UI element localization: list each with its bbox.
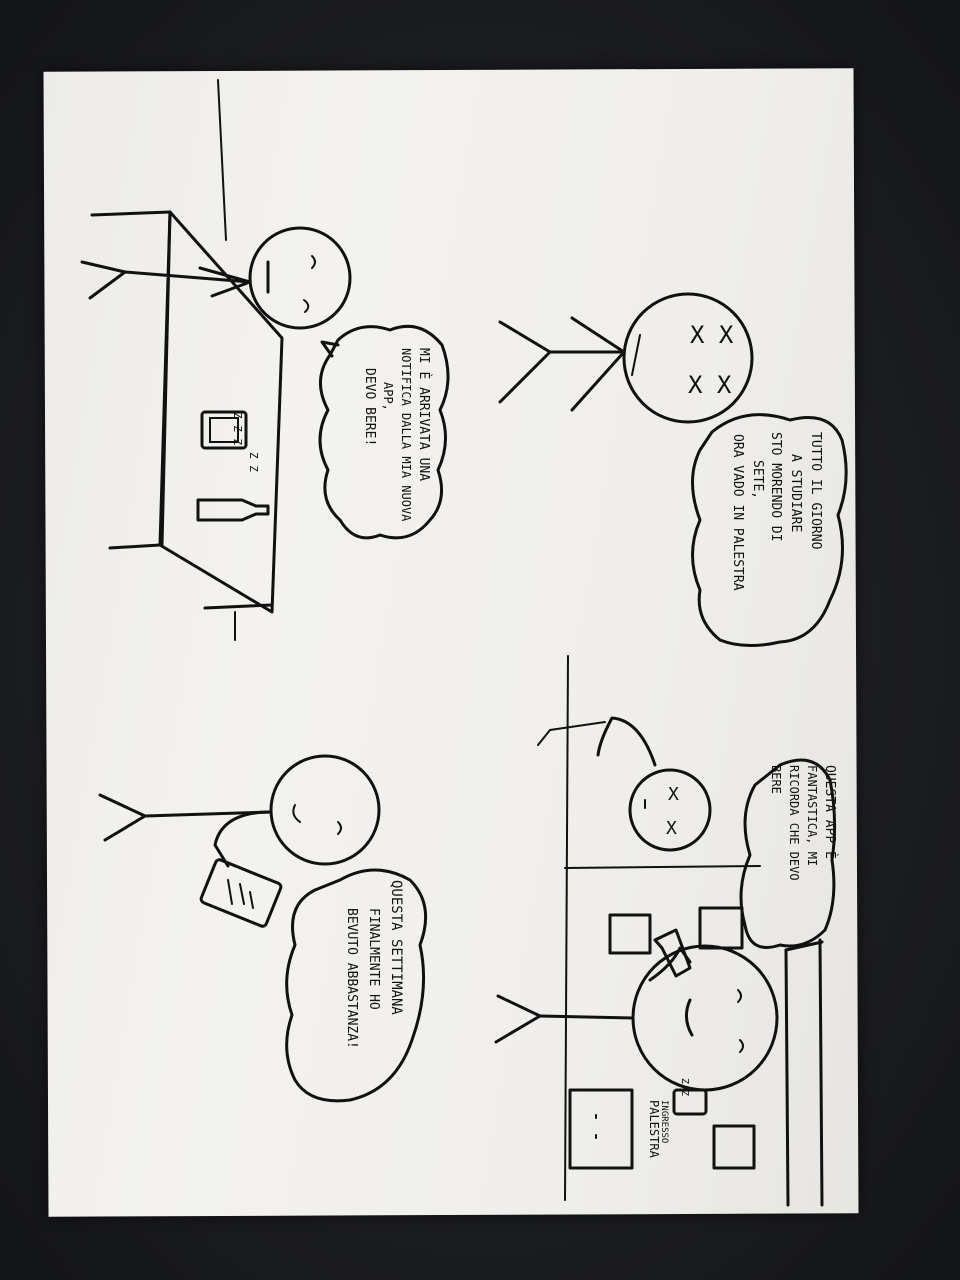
speech-line-4: SETE, — [750, 460, 765, 499]
character-head — [628, 768, 712, 852]
character-legs — [494, 994, 542, 1044]
speech-cloud-panel1: MI È ARRIVATA UNA NOTIFICA DALLA MIA NUO… — [318, 324, 450, 540]
character-head — [631, 944, 779, 1092]
x-eye-1: X X — [690, 321, 734, 349]
character-eye-1 — [737, 989, 742, 1003]
speech-cloud-panel4: QUESTA APP È FANTASTICA, MI RICORDA CHE … — [739, 758, 838, 949]
desk-leg-top — [90, 210, 172, 217]
speech-line-1: TUTTO IL GIORNO — [808, 432, 823, 550]
building-column — [784, 938, 824, 1207]
speech-line-1: QUESTA APP È — [822, 765, 838, 859]
character-panel4 — [494, 944, 779, 1092]
gym-door — [568, 1088, 634, 1170]
character-arm — [213, 810, 273, 868]
speech-line-4: BERE — [769, 765, 783, 794]
phone-icon — [199, 858, 283, 928]
window-2 — [698, 906, 744, 950]
x-eye-2: X X — [688, 371, 732, 399]
panel-2: X X X X TUTTO IL GIORNO A STUDIARE STO M… — [498, 292, 848, 647]
zz-phone: Z Z — [679, 1078, 690, 1096]
character-smile — [685, 998, 694, 1037]
desk-edge — [160, 210, 172, 547]
speech-cloud-panel3: QUESTA SETTIMANA FINALMENTE HO BEVUTO AB… — [285, 868, 428, 1103]
speech-line-2: FANTASTICA, MI — [805, 765, 819, 866]
x-eyes-1: X — [668, 784, 679, 805]
character-arms — [198, 266, 252, 298]
character-legs — [80, 260, 127, 300]
character-eye-1 — [311, 255, 316, 269]
panel1-wall-line — [217, 79, 227, 241]
character-eye-2 — [739, 1039, 744, 1053]
sign-line-2: PALESTRA — [647, 1100, 661, 1159]
panel-3: QUESTA SETTIMANA FINALMENTE HO BEVUTO AB… — [98, 754, 428, 1103]
sign-line-1: INGRESSO — [659, 1100, 669, 1143]
character-legs — [98, 793, 147, 842]
character-panel3 — [98, 754, 381, 868]
building-roofline — [564, 865, 761, 869]
desk-leg-bottom — [108, 543, 162, 550]
cloud-tail — [320, 340, 340, 358]
speech-line-3: BEVUTO ABBASTANZA! — [344, 908, 359, 1049]
building-wall — [564, 655, 569, 1201]
desk — [90, 210, 284, 641]
speech-line-3: APP, — [381, 382, 395, 411]
cloud-outline — [691, 413, 848, 647]
window-3 — [712, 1124, 756, 1170]
panel-1: Z Z Z Z Z MI È ARRIVATA UNA NOTIFICA DAL… — [80, 79, 450, 641]
character-mouth — [631, 334, 641, 376]
speech-line-5: ORA VADO IN PALESTRA — [730, 434, 745, 591]
character-legs — [537, 721, 606, 746]
character-panel2: X X X X — [498, 292, 754, 424]
panel-4: INGRESSO PALESTRA X X — [494, 655, 838, 1207]
character-legs — [498, 320, 552, 404]
window-1 — [608, 913, 652, 955]
speech-line-2: FINALMENTE HO — [366, 908, 381, 1010]
gym-building: INGRESSO PALESTRA — [564, 655, 824, 1207]
cloud-outline — [285, 868, 428, 1103]
cloud-outline — [739, 758, 837, 949]
desk-leg-right — [203, 603, 274, 610]
phone-icon — [672, 1088, 708, 1116]
bottle-icon — [196, 498, 270, 522]
building-column-top — [784, 940, 824, 952]
character-head — [622, 292, 754, 424]
character-body — [538, 1014, 635, 1020]
background-character: X X — [537, 716, 712, 852]
bottle-icon — [653, 928, 692, 978]
character-head — [269, 754, 381, 866]
zz-bottom: Z Z — [247, 452, 260, 472]
character-eye — [337, 821, 342, 835]
speech-line-3: STO MORENDO DI — [768, 432, 783, 542]
zz-top: Z Z Z — [231, 412, 244, 445]
character-body — [123, 270, 252, 284]
character-mouth — [292, 804, 301, 823]
phone-icon — [200, 410, 248, 450]
speech-line-1: MI È ARRIVATA UNA — [416, 348, 432, 481]
speech-cloud-panel2: TUTTO IL GIORNO A STUDIARE STO MORENDO D… — [691, 413, 848, 647]
character-eye-2 — [303, 299, 310, 313]
character-head — [248, 226, 352, 330]
character-panel1 — [80, 226, 352, 330]
x-eyes-2: X — [666, 818, 677, 839]
speech-line-2: NOTIFICA DALLA MIA NUOVA — [399, 348, 413, 522]
bottle-shape — [653, 928, 692, 978]
speech-line-3: RICORDA CHE DEVO — [787, 765, 801, 881]
speech-line-1: QUESTA SETTIMANA — [388, 880, 404, 1015]
character-arm — [596, 716, 657, 767]
speech-line-2: A STUDIARE — [788, 454, 803, 532]
speech-line-4: DEVO BERE! — [362, 368, 377, 446]
cloud-outline — [318, 324, 450, 540]
character-arms — [570, 316, 626, 412]
